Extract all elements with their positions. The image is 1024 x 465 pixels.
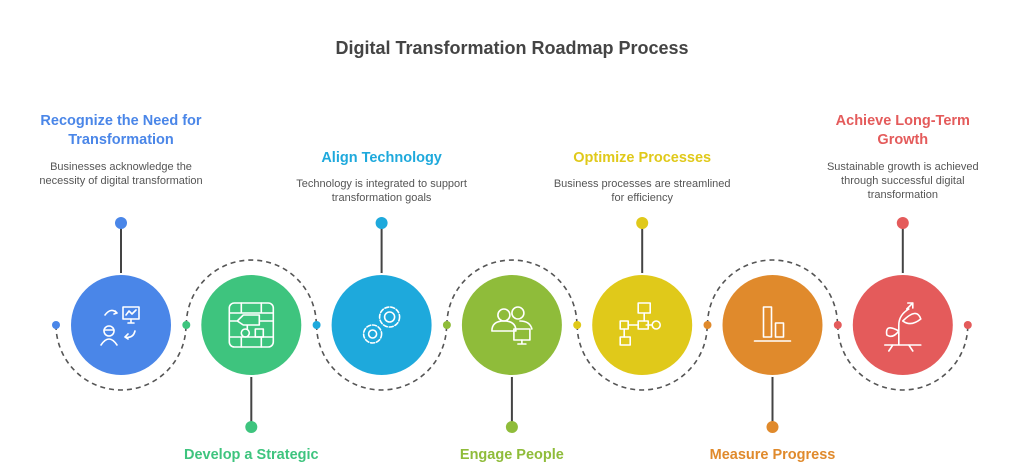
page-title: Digital Transformation Roadmap Process [335,38,689,58]
connector-dot [182,321,191,329]
connector-dot [573,321,582,329]
step-circle [852,275,953,375]
users-monitor-icon [491,306,533,345]
bar-chart-icon [753,306,792,342]
pin-dot [375,217,388,229]
connector-dot [442,321,451,329]
dashed-connector-arc [185,259,318,326]
pin-dot [245,421,258,433]
pin-dot [636,217,649,229]
step-description: Businesses acknowledge the necessity of … [39,161,203,187]
strategy-flowchart-icon [228,302,275,348]
step-title: Develop a Strategic [184,447,319,463]
dashed-connector-arc [706,259,839,326]
step-circle [722,275,823,375]
step-title: Achieve Long-Term Growth [835,113,970,148]
step-title: Engage People [459,447,564,463]
step-description: Technology is integrated to support tran… [296,178,467,204]
pin-dot [115,217,127,229]
step-title: Optimize Processes [573,150,712,166]
connector-dot [963,321,972,329]
pin-dot [766,421,779,433]
pin-dot [896,217,909,229]
dashed-connector-arc [576,324,708,391]
pin-dot [505,421,518,433]
process-flow-icon [619,302,662,346]
connector-dot [703,321,712,329]
presentation-person-icon [100,306,140,346]
step-description: Sustainable growth is achieved through s… [826,161,979,201]
step-circle [71,275,171,375]
step-circle [592,275,693,375]
step-description: Business processes are streamlined for e… [553,178,731,204]
dashed-connector-arc [837,324,969,391]
step-title: Measure Progress [709,447,836,463]
step-circle [461,275,562,375]
dashed-connector-arc [446,259,578,326]
gears-icon [362,306,401,344]
step-title: Recognize the Need for Transformation [40,113,202,148]
step-circle [331,275,432,375]
dashed-connector-arc [55,324,187,391]
growth-plant-icon [883,302,922,352]
connector-dot [312,321,321,329]
step-title: Align Technology [321,150,442,166]
connector-dot [833,321,842,329]
connector-dot [52,321,60,329]
dashed-connector-arc [315,324,448,391]
